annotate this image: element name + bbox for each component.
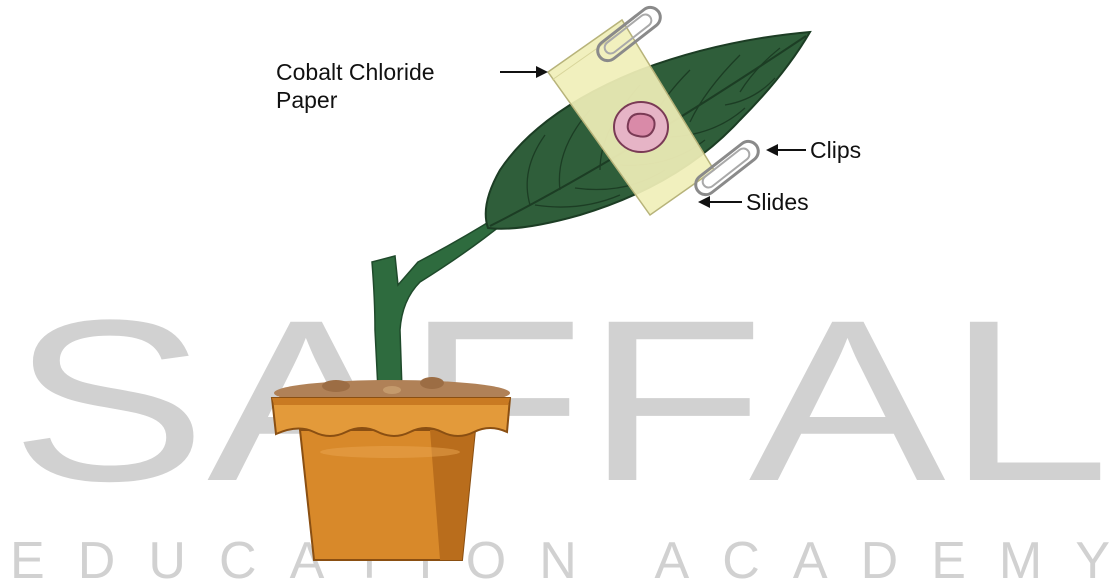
cobalt-label-line2: Paper bbox=[276, 87, 338, 113]
label-slides: Slides bbox=[698, 189, 809, 215]
clips-arrowhead bbox=[766, 144, 778, 156]
watermark: SAFFAL EDUCATION ACADEMY bbox=[10, 272, 1110, 584]
label-cobalt-chloride-paper: Cobalt Chloride Paper bbox=[276, 59, 548, 113]
slides-arrowhead bbox=[698, 196, 710, 208]
watermark-sub: EDUCATION ACADEMY bbox=[10, 532, 1110, 584]
label-clips: Clips bbox=[766, 137, 861, 163]
slides-label: Slides bbox=[746, 189, 809, 215]
watermark-main: SAFFAL bbox=[10, 272, 1110, 529]
cobalt-chloride-paper bbox=[614, 102, 668, 152]
cobalt-arrowhead bbox=[536, 66, 548, 78]
clips-label: Clips bbox=[810, 137, 861, 163]
cobalt-label-line1: Cobalt Chloride bbox=[276, 59, 435, 85]
